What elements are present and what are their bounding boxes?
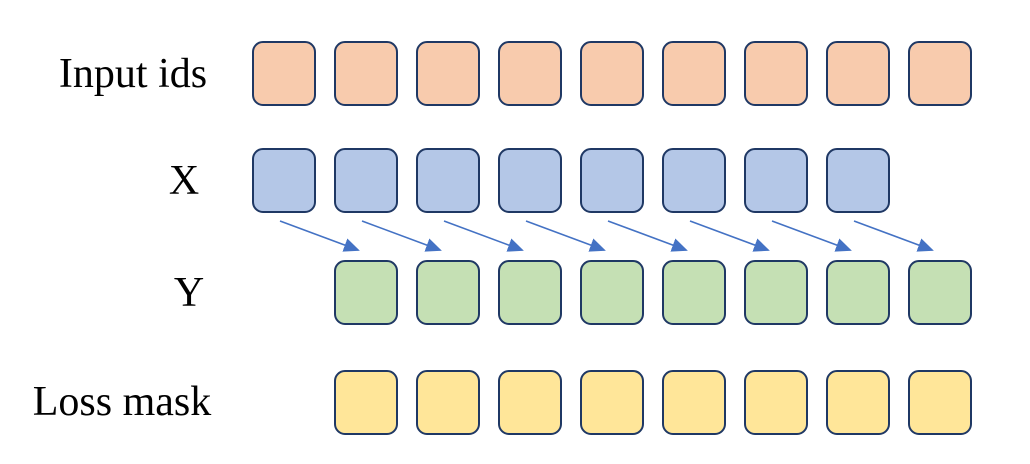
x-token (744, 148, 808, 213)
shift-arrow (361, 220, 442, 252)
loss-mask-token (416, 370, 480, 435)
loss-mask-token (908, 370, 972, 435)
loss-mask-token (334, 370, 398, 435)
shift-arrow (853, 220, 934, 252)
x-token (826, 148, 890, 213)
x-token (498, 148, 562, 213)
y-token (498, 260, 562, 325)
shift-arrow (443, 220, 524, 252)
row-label-y: Y (173, 270, 205, 316)
row-label-input-ids: Input ids (58, 51, 208, 97)
shift-arrow (525, 220, 606, 252)
y-token (908, 260, 972, 325)
loss-mask-token (580, 370, 644, 435)
row-label-x: X (168, 158, 200, 204)
x-token (662, 148, 726, 213)
y-token (662, 260, 726, 325)
input-ids-token (662, 41, 726, 106)
input-ids-token (580, 41, 644, 106)
shift-arrow (689, 220, 770, 252)
input-ids-token (744, 41, 808, 106)
shift-arrow (279, 220, 360, 252)
input-ids-token (498, 41, 562, 106)
y-token (416, 260, 480, 325)
y-token (826, 260, 890, 325)
loss-mask-token (744, 370, 808, 435)
y-token (580, 260, 644, 325)
input-ids-token (252, 41, 316, 106)
input-ids-token (826, 41, 890, 106)
loss-mask-token (498, 370, 562, 435)
input-ids-token (908, 41, 972, 106)
x-token (580, 148, 644, 213)
x-token (416, 148, 480, 213)
shift-arrow (771, 220, 852, 252)
row-label-loss-mask: Loss mask (32, 379, 212, 425)
loss-mask-token (662, 370, 726, 435)
x-token (334, 148, 398, 213)
y-token (334, 260, 398, 325)
input-ids-token (334, 41, 398, 106)
loss-mask-token (826, 370, 890, 435)
y-token (744, 260, 808, 325)
input-ids-token (416, 41, 480, 106)
x-token (252, 148, 316, 213)
shift-arrow (607, 220, 688, 252)
